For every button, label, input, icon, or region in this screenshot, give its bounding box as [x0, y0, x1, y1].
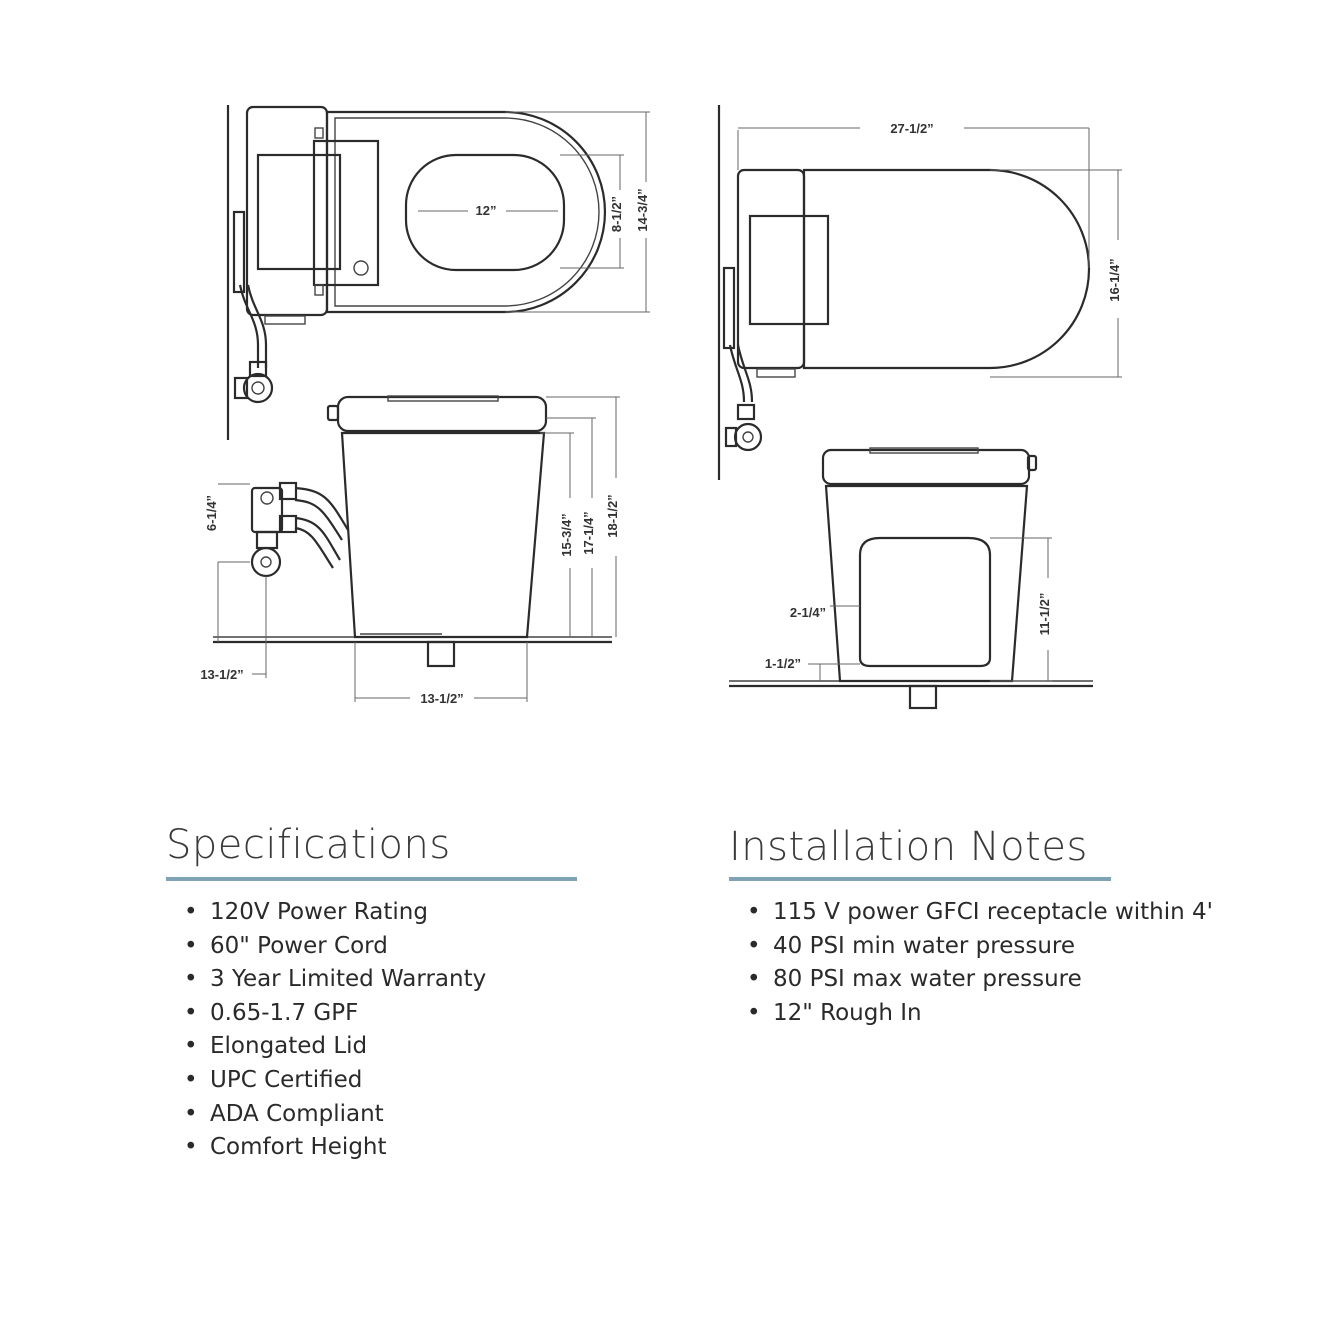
list-item: ADA Compliant	[184, 1098, 608, 1132]
side-view-left	[213, 395, 612, 668]
list-item: 40 PSI min water pressure	[747, 930, 1221, 964]
list-item: 80 PSI max water pressure	[747, 963, 1221, 997]
dim-height-17-1-4: 17-1/4”	[581, 511, 596, 554]
list-item: 0.65-1.7 GPF	[184, 997, 608, 1031]
dim-offset-13-1-2: 13-1/2”	[200, 667, 243, 682]
installation-list: 115 V power GFCI receptacle within 4' 40…	[729, 896, 1221, 1030]
installation-underline	[729, 877, 1111, 881]
top-view-left-dims: 12” 8-1/2” 14-3/4”	[418, 111, 650, 313]
specifications-underline	[166, 877, 577, 881]
list-item: 120V Power Rating	[184, 896, 608, 930]
list-item: Comfort Height	[184, 1131, 608, 1165]
side-view-left-dims: 6-1/4” 13-1/2” 13-1/2” 15-3/4” 17-1/4” 1…	[200, 396, 620, 706]
dim-panel-11-1-2: 11-1/2”	[1037, 593, 1052, 636]
dim-inset-2-1-4: 2-1/4”	[790, 605, 826, 620]
top-view-right-dims: 27-1/2” 16-1/4”	[737, 121, 1122, 378]
dim-height-18-1-2: 18-1/2”	[605, 494, 620, 537]
list-item: UPC Certified	[184, 1064, 608, 1098]
dim-floor-1-1-2: 1-1/2”	[765, 656, 801, 671]
dim-width-16-1-4: 16-1/4”	[1107, 258, 1122, 301]
back-view-right-dims: 2-1/4” 11-1/2” 1-1/2”	[765, 537, 1052, 682]
specifications-list: 120V Power Rating 60" Power Cord 3 Year …	[166, 896, 608, 1165]
technical-drawing: 12” 8-1/2” 14-3/4” 6-1	[200, 105, 1122, 710]
list-item: 12" Rough In	[747, 997, 1221, 1031]
dim-height-15-3-4: 15-3/4”	[559, 513, 574, 556]
installation-title: Installation Notes	[729, 824, 1088, 870]
top-view-left	[226, 105, 607, 440]
list-item: Elongated Lid	[184, 1030, 608, 1064]
list-item: 60" Power Cord	[184, 930, 608, 964]
specifications-title: Specifications	[166, 822, 451, 868]
dim-depth-14-3-4: 14-3/4”	[635, 188, 650, 231]
back-view-right	[729, 447, 1093, 710]
list-item: 3 Year Limited Warranty	[184, 963, 608, 997]
dim-length-27-1-2: 27-1/2”	[890, 121, 933, 136]
list-item: 115 V power GFCI receptacle within 4'	[747, 896, 1221, 930]
dim-supply-6-1-4: 6-1/4”	[204, 495, 219, 531]
top-view-right	[717, 105, 1091, 480]
dim-depth-8-1-2: 8-1/2”	[609, 196, 624, 232]
dim-width-12: 12”	[476, 203, 497, 218]
dim-base-13-1-2: 13-1/2”	[420, 691, 463, 706]
